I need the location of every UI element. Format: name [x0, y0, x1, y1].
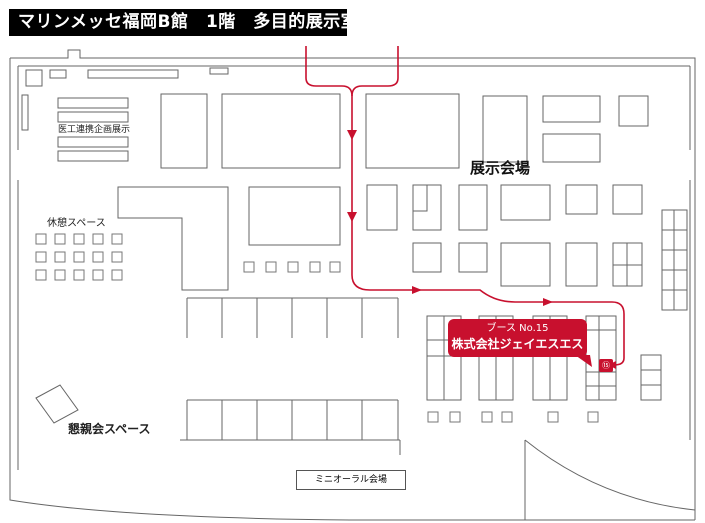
- booth-callout: ブース No.15 株式会社ジェイエスエス: [448, 319, 587, 357]
- hall-outline: [9, 49, 696, 521]
- booth-number: ブース No.15: [486, 323, 549, 334]
- route-path: [305, 46, 625, 366]
- booth-15-marker: ⑮: [599, 359, 613, 372]
- page-title: マリンメッセ福岡B館 1階 多目的展示室: [9, 9, 358, 36]
- reception-space-label: 懇親会スペース: [68, 422, 151, 436]
- route-arrows: [347, 130, 616, 369]
- mini-oral-room: ミニオーラル会場: [296, 470, 406, 490]
- exhibition-hall-label: 展示会場: [470, 159, 531, 177]
- medical-exhibit-label: 医工連携企画展示: [58, 125, 131, 135]
- booth-company: 株式会社ジェイエスエス: [451, 337, 584, 351]
- rest-space-label: 休憩スペース: [47, 218, 106, 229]
